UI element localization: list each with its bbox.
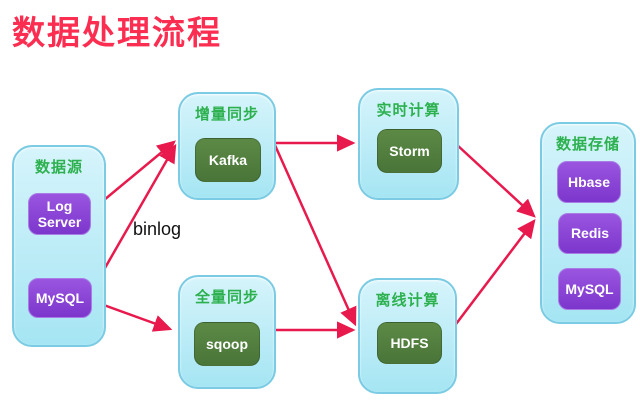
group-datasource: 数据源 Log Server MySQL bbox=[12, 145, 106, 347]
group-offline-compute-label: 离线计算 bbox=[375, 292, 440, 309]
node-redis: Redis bbox=[558, 213, 622, 254]
edge-storm-to-storage bbox=[455, 143, 536, 218]
node-hbase: Hbase bbox=[557, 161, 621, 203]
node-log-server: Log Server bbox=[28, 193, 91, 235]
edge-label-binlog: binlog bbox=[133, 219, 182, 239]
group-incremental-sync-label: 增量同步 bbox=[194, 106, 259, 123]
group-realtime-compute: 实时计算 Storm bbox=[358, 88, 459, 200]
group-data-storage-label: 数据存储 bbox=[555, 136, 620, 153]
group-datasource-label: 数据源 bbox=[34, 159, 83, 176]
page-title: 数据处理流程 bbox=[12, 14, 222, 51]
node-hdfs: HDFS bbox=[377, 322, 442, 364]
group-full-sync: 全量同步 sqoop bbox=[178, 275, 276, 389]
node-sqoop: sqoop bbox=[194, 322, 260, 366]
group-full-sync-label: 全量同步 bbox=[194, 289, 259, 306]
edge-kafka-to-hdfs bbox=[272, 142, 357, 327]
group-realtime-compute-label: 实时计算 bbox=[376, 102, 441, 119]
node-storm: Storm bbox=[377, 129, 442, 173]
edge-hdfs-to-storage bbox=[452, 219, 536, 329]
group-incremental-sync: 增量同步 Kafka bbox=[178, 92, 276, 200]
node-mysql-source: MySQL bbox=[28, 278, 92, 318]
group-offline-compute: 离线计算 HDFS bbox=[358, 278, 457, 394]
node-mysql-storage: MySQL bbox=[558, 268, 621, 310]
group-data-storage: 数据存储 Hbase Redis MySQL bbox=[540, 122, 636, 324]
node-kafka: Kafka bbox=[195, 138, 261, 182]
